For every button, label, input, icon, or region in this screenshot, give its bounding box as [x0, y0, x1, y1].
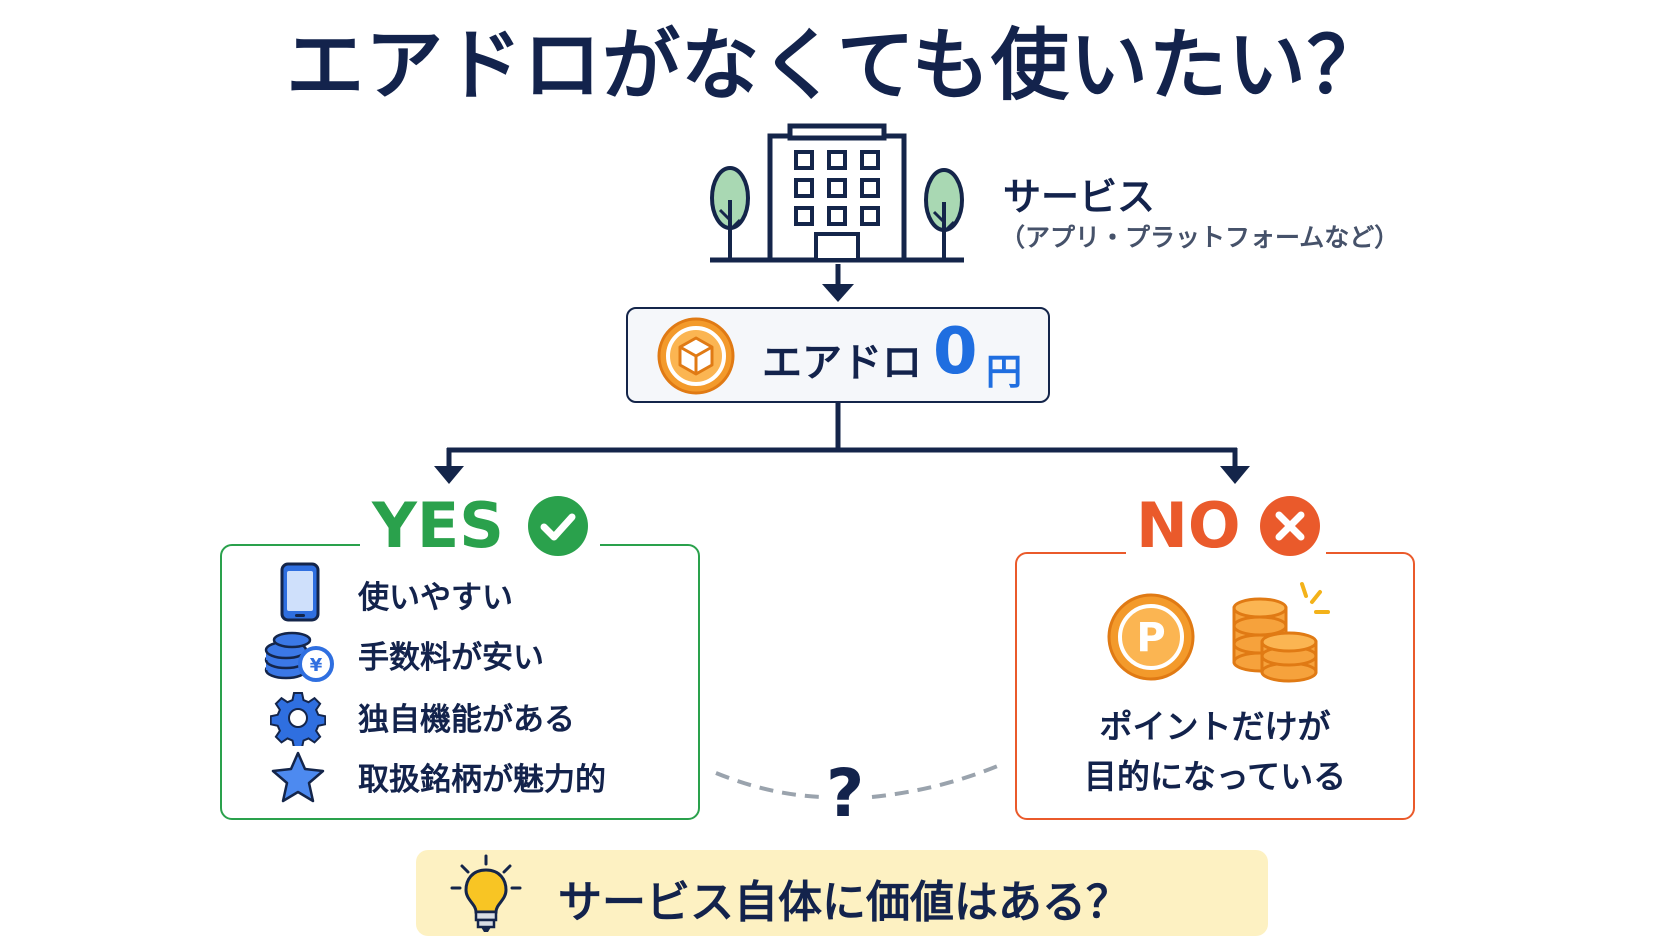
yes-item-2: 手数料が安い	[358, 640, 544, 676]
no-label: NO	[1136, 489, 1241, 562]
airdrop-coin-icon	[657, 317, 735, 395]
svg-text:¥: ¥	[310, 655, 323, 676]
coin-stack-icon	[1232, 582, 1330, 683]
yen-coins-icon: ¥	[264, 631, 334, 682]
service-sublabel: （アプリ・プラットフォームなど）	[1000, 223, 1400, 252]
smartphone-icon	[280, 562, 320, 622]
gear-icon	[270, 692, 326, 746]
cross-icon	[1260, 496, 1320, 556]
bottom-callout	[416, 850, 1268, 936]
bottom-question: サービス自体に価値はある？	[558, 877, 1130, 928]
check-icon	[528, 496, 588, 556]
airdrop-amount: 0	[933, 315, 978, 389]
yes-label: YES	[372, 489, 504, 562]
svg-text:P: P	[1136, 615, 1165, 661]
yes-item-3: 独自機能がある	[358, 702, 575, 738]
airdrop-unit: 円	[986, 352, 1023, 393]
yes-item-4: 取扱銘柄が魅力的	[358, 762, 606, 798]
no-description-line-2: 目的になっている	[1083, 757, 1347, 796]
building-icon	[710, 123, 964, 263]
service-label: サービス	[1003, 175, 1156, 219]
page-title: エアドロがなくても使いたい？	[286, 21, 1386, 111]
yes-item-1: 使いやすい	[358, 580, 513, 616]
no-description-line-1: ポイントだけが	[1099, 707, 1331, 746]
lightbulb-icon	[450, 854, 522, 932]
airdrop-label: エアドロ	[762, 340, 922, 386]
point-coin-icon: P	[1107, 593, 1195, 681]
star-icon	[271, 751, 325, 803]
question-mark: ?	[826, 755, 865, 832]
